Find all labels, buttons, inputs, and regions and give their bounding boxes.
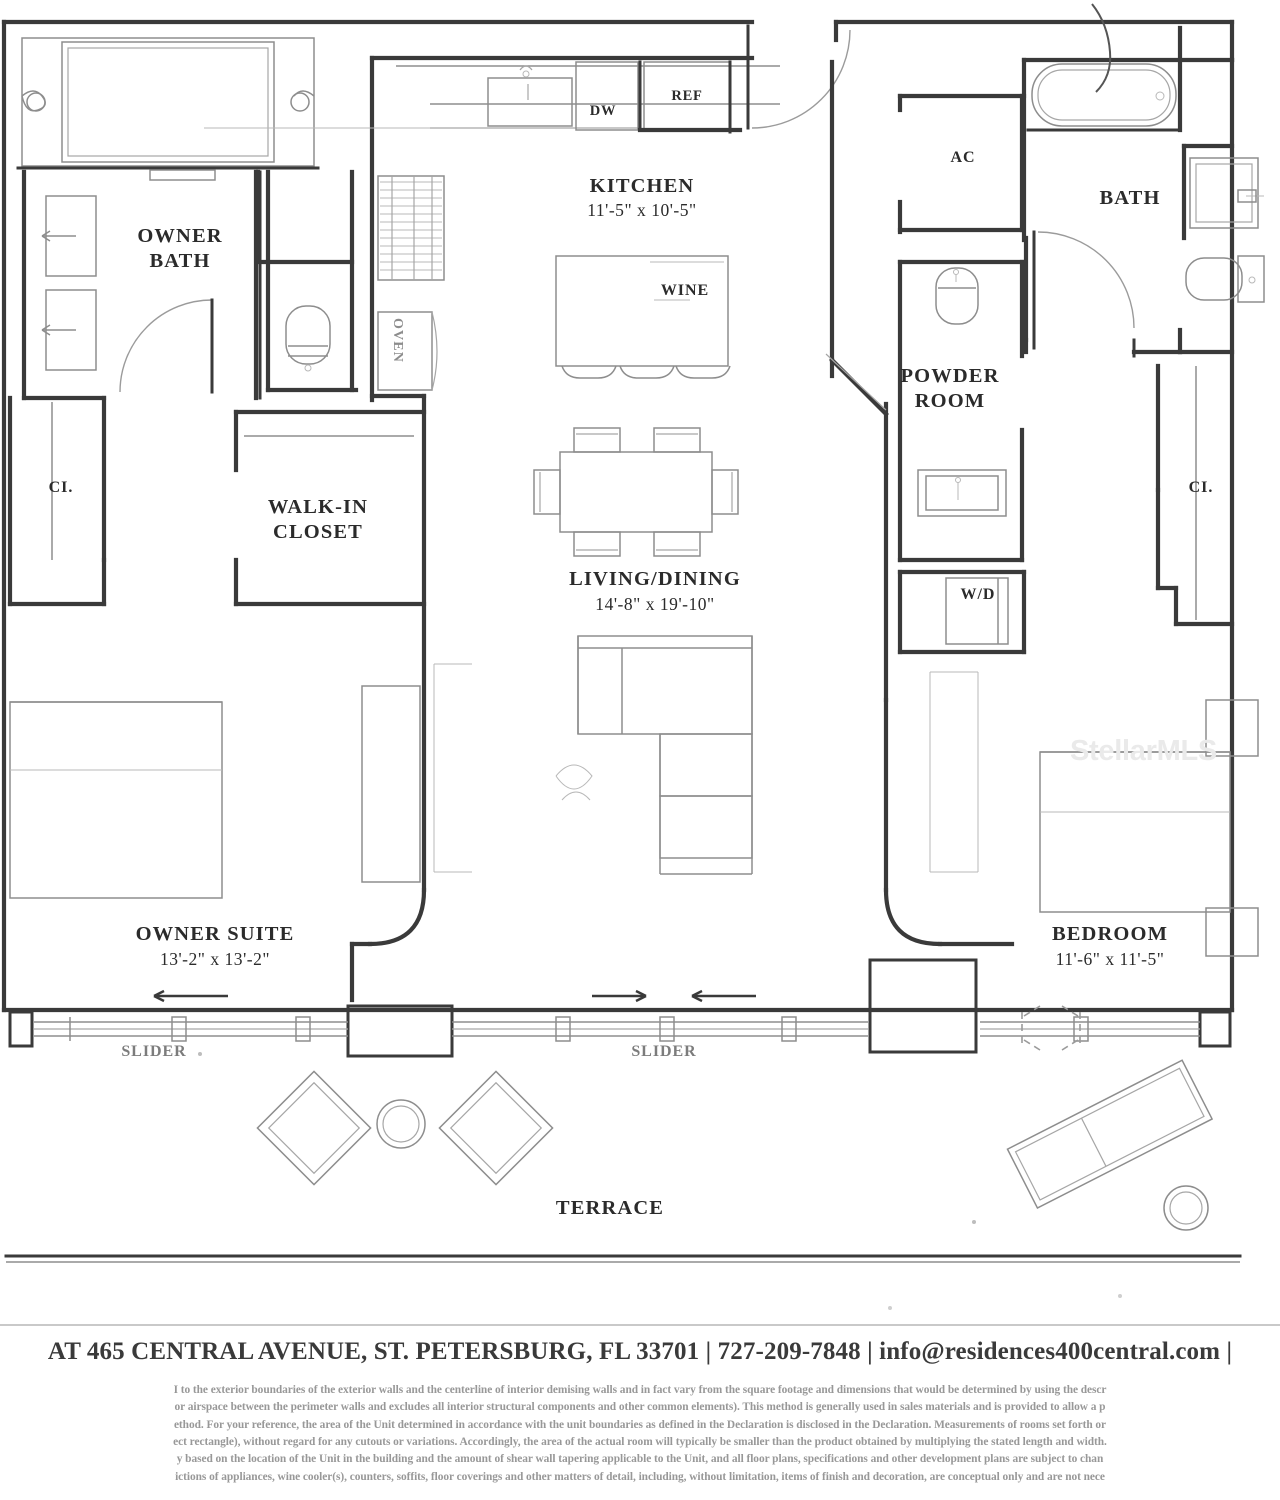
owner-bath-line1: OWNER	[137, 225, 223, 247]
owner-bath-line2: BATH	[149, 250, 211, 272]
disclaimer-line: ictions of appliances, wine cooler(s), c…	[175, 1470, 1105, 1483]
footer-address-line: AT 465 CENTRAL AVENUE, ST. PETERSBURG, F…	[47, 1338, 1233, 1365]
room-dim-owner-suite: 13'-2" x 13'-2"	[159, 949, 271, 969]
label-refrigerator: REF	[671, 88, 703, 104]
disclaimer-line: I to the exterior boundaries of the exte…	[173, 1384, 1107, 1396]
footer-divider	[0, 1324, 1280, 1326]
walk-in-closet-line1: WALK-IN	[267, 496, 369, 518]
owner-bed	[9, 663, 472, 899]
refrigerator-box	[637, 60, 743, 134]
owner-bath-room	[21, 169, 355, 401]
owner-bath-tub	[21, 37, 315, 167]
room-label-bath: BATH	[1099, 187, 1161, 209]
entry-door	[746, 24, 851, 130]
pencil-mark	[1091, 3, 1112, 93]
label-slider-left: SLIDER	[121, 1043, 187, 1060]
footer: AT 465 CENTRAL AVENUE, ST. PETERSBURG, F…	[0, 1320, 1280, 1500]
label-washer-dryer: W/D	[960, 586, 996, 603]
label-ac-closet: AC	[950, 149, 976, 166]
powder-room-line2: ROOM	[914, 390, 986, 412]
owner-bath-toilet	[285, 305, 331, 372]
terrace-furniture	[256, 1059, 1214, 1231]
room-label-owner-bath: OWNER BATH	[70, 224, 290, 274]
owner-wing-walls	[349, 393, 427, 1003]
disclaimer-line: ethod. For your reference, the area of t…	[173, 1418, 1107, 1431]
powder-room	[897, 259, 1025, 563]
slider-doors	[8, 958, 1232, 1058]
room-dim-kitchen: 11'-5" x 10'-5"	[587, 200, 697, 220]
disclaimer-line: or airspace between the perimeter walls …	[174, 1401, 1106, 1414]
pantry-louvers	[377, 175, 445, 281]
label-wine-cooler: WINE	[660, 282, 710, 299]
corridor-walls	[825, 59, 1015, 947]
footer-disclaimer: I to the exterior boundaries of the exte…	[0, 1382, 1280, 1486]
label-closet-right: CI.	[1188, 479, 1214, 496]
label-oven: OVEN	[390, 318, 405, 363]
room-label-owner-suite: OWNER SUITE	[135, 923, 295, 945]
room-label-walk-in-closet: WALK-IN CLOSET	[218, 495, 418, 545]
kitchen-counters	[204, 55, 780, 403]
right-closet	[1155, 363, 1235, 627]
disclaimer-line: ect rectangle), without regard for any c…	[173, 1435, 1107, 1448]
bedroom-furniture	[929, 671, 1259, 957]
walk-in-closet-walls	[233, 409, 427, 607]
stellar-mls-watermark: StellarMLS	[1070, 735, 1217, 767]
right-bath	[1023, 25, 1265, 358]
walk-in-closet-line2: CLOSET	[273, 521, 363, 543]
left-closet	[7, 395, 107, 607]
label-dishwasher: DW	[589, 103, 617, 119]
dishwasher-box	[575, 61, 639, 131]
room-label-bedroom: BEDROOM	[1051, 923, 1169, 945]
ac-closet	[897, 93, 1027, 235]
label-slider-right: SLIDER	[631, 1043, 697, 1060]
disclaimer-line: y based on the location of the Unit in t…	[176, 1453, 1104, 1466]
oven-column	[377, 311, 438, 391]
room-label-terrace: TERRACE	[555, 1197, 665, 1219]
floor-plan-drawing: .w {stroke:#3a3a3a;stroke-width:4.2;fill…	[1, 3, 1265, 1310]
room-label-kitchen: KITCHEN	[589, 175, 695, 197]
kitchen-island	[555, 255, 731, 379]
room-label-powder-room: POWDER ROOM	[850, 364, 1050, 414]
dining-table-set	[533, 427, 739, 557]
floor-plan-svg: .w {stroke:#3a3a3a;stroke-width:4.2;fill…	[1, 3, 1265, 1310]
washer-dryer-closet	[897, 569, 1027, 655]
label-closet-left: CI.	[48, 479, 74, 496]
powder-room-line1: POWDER	[900, 365, 1000, 387]
room-dim-bedroom: 11'-6" x 11'-5"	[1055, 949, 1165, 969]
room-label-living-dining: LIVING/DINING	[569, 568, 741, 590]
exterior-walls	[1, 19, 1235, 1013]
sectional-sofa	[577, 635, 753, 875]
room-dim-living-dining: 14'-8" x 19'-10"	[595, 594, 715, 614]
